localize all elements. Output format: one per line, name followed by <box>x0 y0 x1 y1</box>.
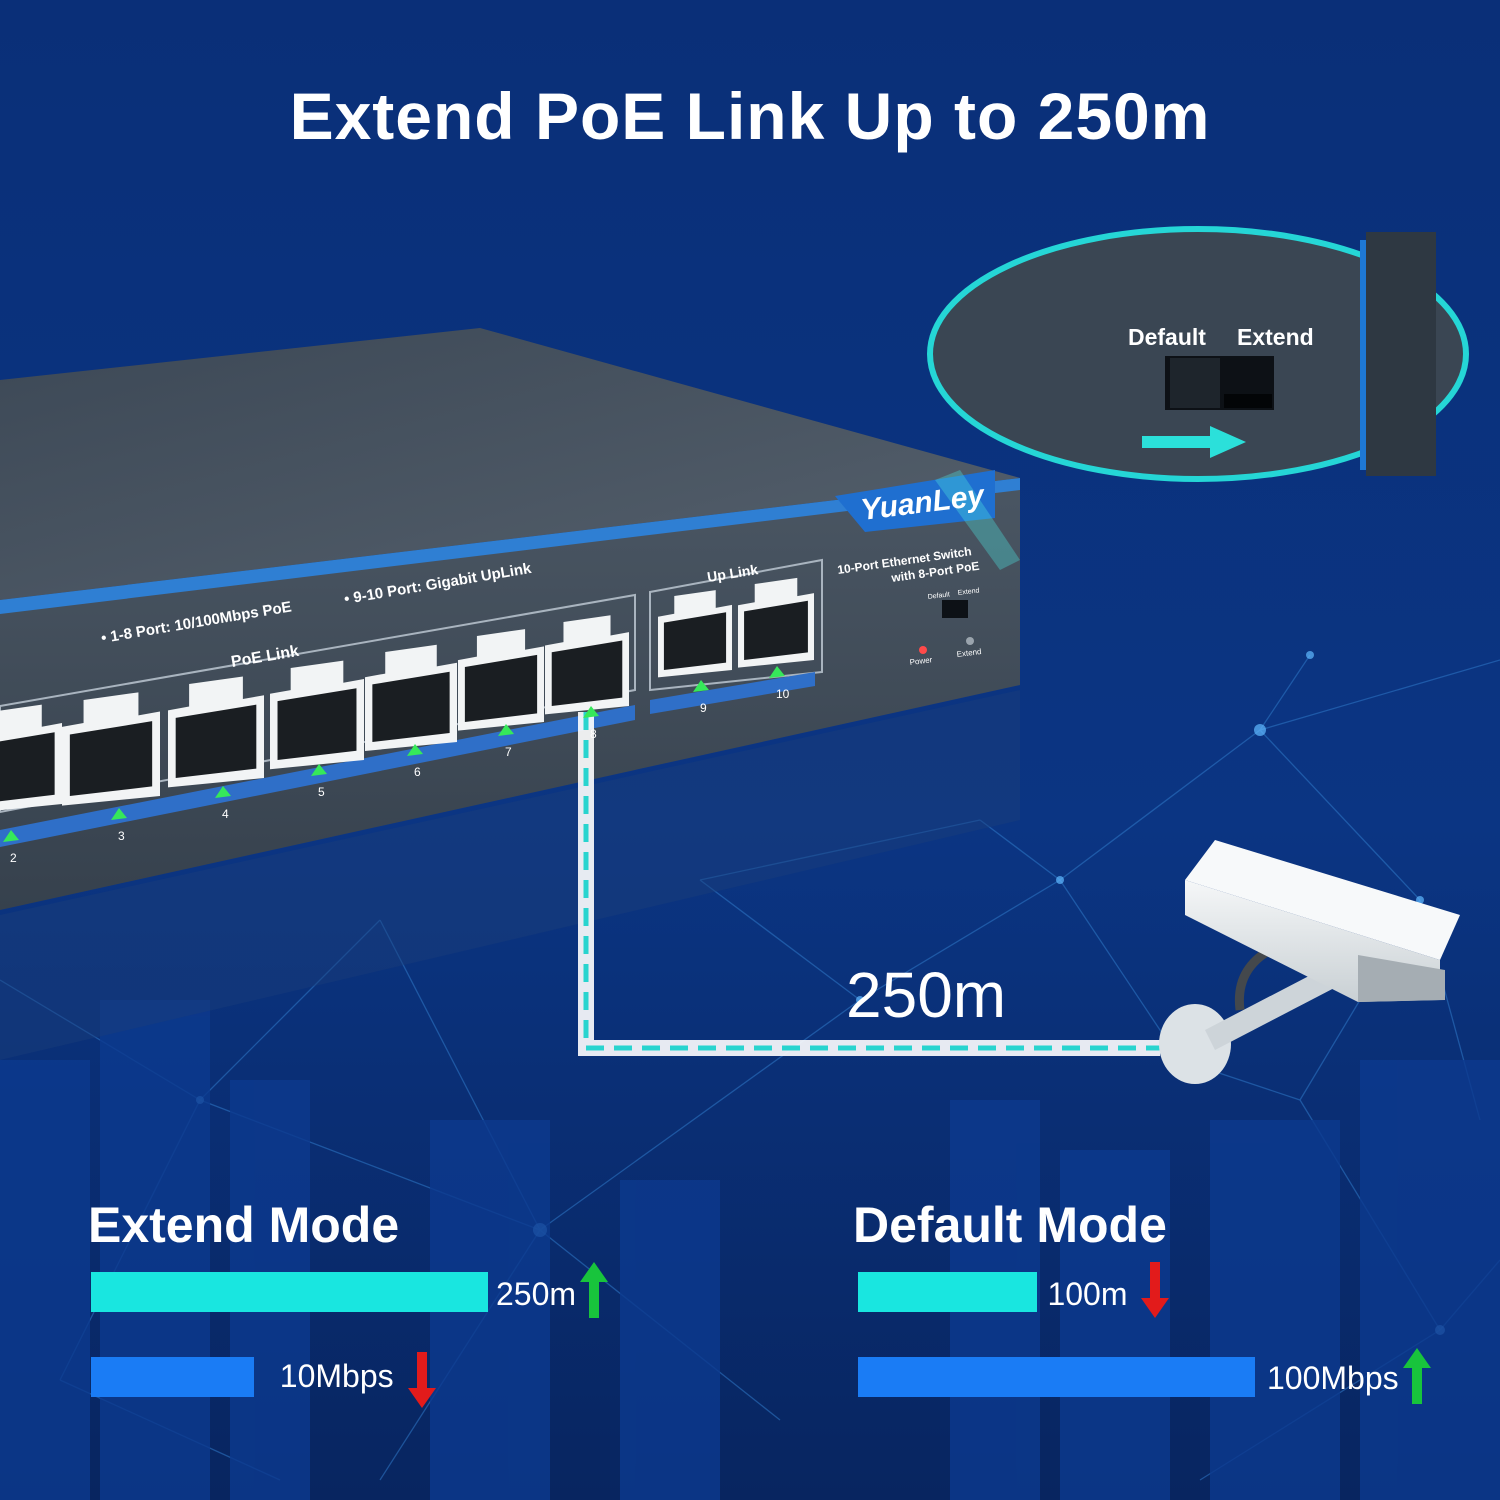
page-title: Extend PoE Link Up to 250m <box>289 79 1211 153</box>
default-distance-bar <box>858 1272 1038 1312</box>
ethernet-port <box>365 644 457 751</box>
extend-mode-title: Extend Mode <box>88 1197 400 1253</box>
zoom-default-label: Default <box>1128 324 1206 350</box>
ethernet-port <box>0 704 62 811</box>
ethernet-port <box>270 660 364 770</box>
extend-speed-bar <box>91 1357 254 1397</box>
security-camera <box>1159 840 1460 1084</box>
trend-down-icon <box>407 1352 436 1408</box>
default-speed-value: 100Mbps <box>1267 1360 1399 1396</box>
zoom-bubble <box>927 226 1469 570</box>
ethernet-port <box>168 676 264 788</box>
uplink-port <box>738 577 814 668</box>
uplink-port <box>658 590 732 678</box>
extend-distance-value: 250m <box>496 1276 577 1312</box>
trend-up-icon <box>580 1262 609 1318</box>
ethernet-ports <box>0 577 814 811</box>
distance-label: 250m <box>846 959 1007 1031</box>
ethernet-port <box>458 629 544 731</box>
extend-speed-value: 10Mbps <box>279 1358 394 1394</box>
zoom-extend-label: Extend <box>1237 324 1314 350</box>
extend-distance-bar <box>91 1272 488 1312</box>
default-mode-title: Default Mode <box>853 1197 1167 1253</box>
ethernet-port <box>545 615 629 715</box>
default-distance-value: 100m <box>1047 1276 1128 1312</box>
trend-down-icon <box>1141 1262 1170 1318</box>
trend-up-icon <box>1402 1348 1431 1404</box>
default-speed-bar <box>858 1357 1255 1397</box>
ethernet-port <box>62 692 160 806</box>
